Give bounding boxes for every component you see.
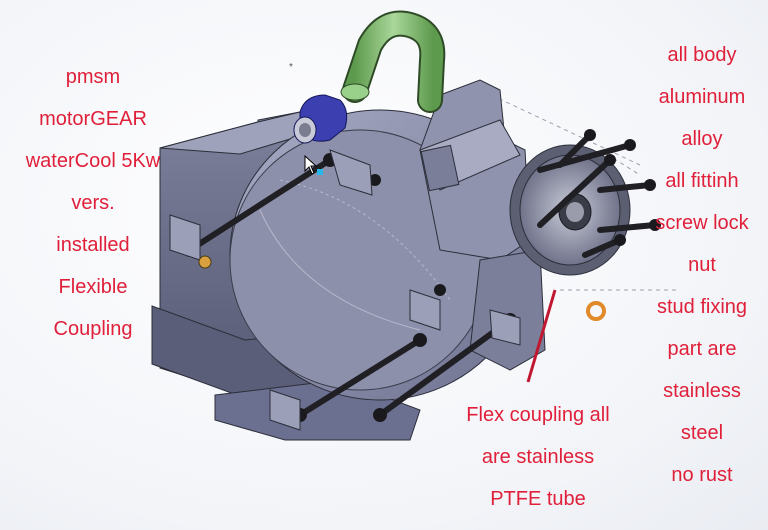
annotation-right-line: alloy xyxy=(681,128,723,150)
annotation-left: pmsm motorGEAR waterCool 5Kw vers. insta… xyxy=(18,56,168,350)
annotation-right-line: all body xyxy=(667,44,737,66)
flex-coupling-flange xyxy=(509,144,631,276)
annotation-bottom-line: Flex coupling all xyxy=(466,404,610,426)
annotation-right-line: all fittinh xyxy=(665,170,739,192)
construction-lines xyxy=(469,84,680,291)
annotation-left-line: installed xyxy=(56,234,130,256)
threaded-studs xyxy=(187,132,658,418)
svg-text:*: * xyxy=(289,62,293,73)
cyan-marker xyxy=(317,169,323,175)
annotation-left-line: waterCool 5Kw xyxy=(25,150,161,172)
cooling-hose xyxy=(340,10,446,113)
mounting-brackets xyxy=(169,149,521,431)
annotation-left-line: motorGEAR xyxy=(39,108,147,130)
annotation-left-line: pmsm xyxy=(65,66,121,88)
annotation-right-line: stud fixing xyxy=(656,296,748,318)
annotation-right: all body aluminum alloy all fittinh scre… xyxy=(632,34,768,496)
annotation-left-line: Coupling xyxy=(53,318,133,340)
annotation-bottom-line: PTFE tube xyxy=(490,488,586,510)
annotation-left-line: Flexible xyxy=(58,276,128,298)
gearbox-housing xyxy=(419,79,546,371)
leader-line xyxy=(526,289,557,383)
annotation-right-line: stainless xyxy=(663,380,741,402)
annotation-right-line: no rust xyxy=(671,464,733,486)
orange-pin xyxy=(586,301,606,321)
annotation-left-line: vers. xyxy=(71,192,115,214)
annotation-right-line: steel xyxy=(680,422,724,444)
annotation-bottom-line: are stainless xyxy=(481,446,595,468)
annotation-bottom: Flex coupling all are stainless PTFE tub… xyxy=(438,394,638,520)
arrow-cursor-icon xyxy=(304,155,318,175)
annotation-right-line: aluminum xyxy=(658,86,746,108)
blue-elbow-fitting xyxy=(293,94,348,144)
annotation-right-line: part are xyxy=(667,338,737,360)
annotation-right-line: nut xyxy=(688,254,716,276)
annotation-right-line: screw lock xyxy=(655,212,749,234)
